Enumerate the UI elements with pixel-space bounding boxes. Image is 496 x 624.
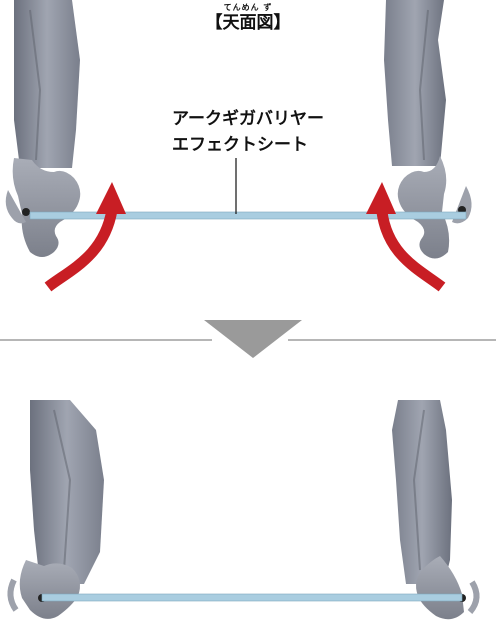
callout-line-2: エフェクトシート: [172, 135, 308, 155]
triangle-down-icon: [204, 320, 302, 358]
left-arm-top: [5, 0, 81, 257]
rotate-arrow-icon: [366, 182, 446, 292]
title-text: 【天面図】: [205, 13, 291, 33]
title-reading: てんめん ず: [223, 3, 273, 12]
left-arm-bottom: [7, 400, 104, 619]
rotate-arrow-icon: [44, 182, 126, 292]
effect-sheet-top: [29, 211, 467, 220]
callout-line-1: アークギガバリヤー: [172, 109, 324, 129]
page-title: てんめん ず 【天面図】: [0, 4, 496, 32]
effect-sheet-label: アークギガバリヤー エフェクトシート: [172, 106, 324, 158]
right-arm-bottom: [392, 400, 480, 620]
effect-sheet-bottom: [41, 593, 463, 602]
right-arm-top: [384, 0, 472, 259]
